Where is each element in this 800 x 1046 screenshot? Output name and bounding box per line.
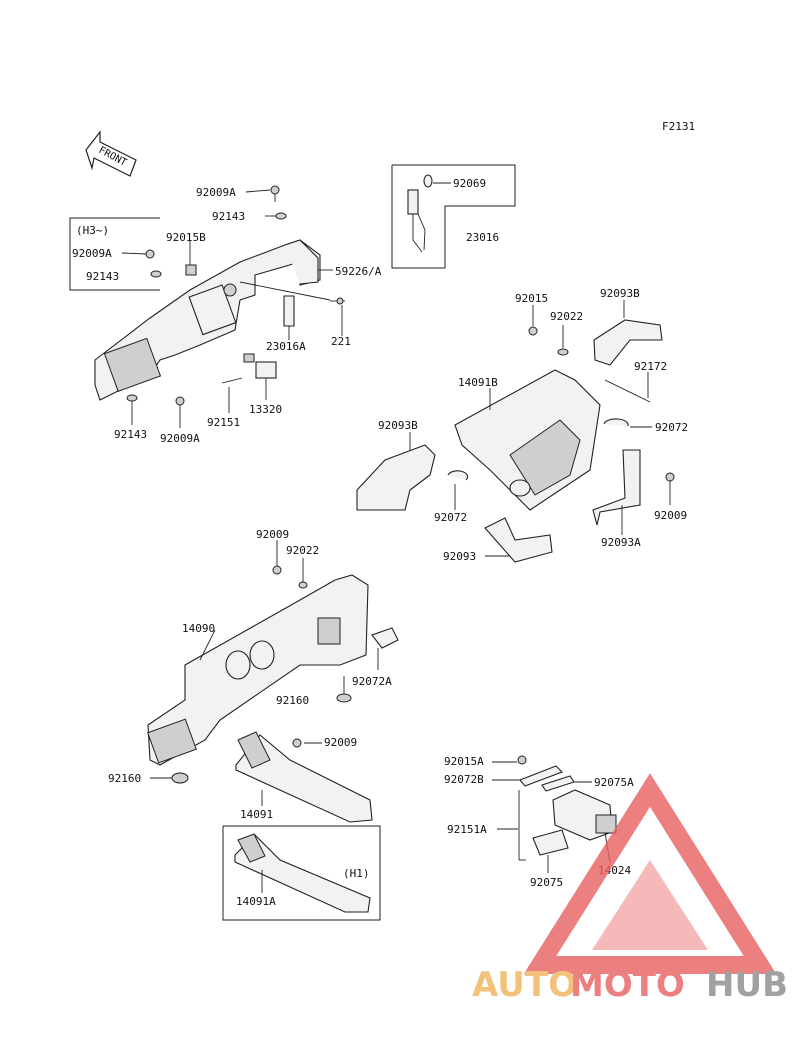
label-92009-bottom: 92009 bbox=[324, 736, 357, 749]
nut-92015 bbox=[528, 326, 538, 336]
bracket-23016a bbox=[283, 295, 295, 327]
bolt-92009a-h3 bbox=[145, 249, 155, 259]
bulb-92069 bbox=[423, 174, 433, 188]
bolt-92009-bottom bbox=[292, 738, 302, 748]
switch-13320 bbox=[255, 361, 277, 379]
figure-code: F2131 bbox=[662, 120, 695, 133]
watermark-triangle-icon bbox=[523, 773, 777, 974]
battery-assembly: 92015A 92072B 92075A 92151A 92075 14024 bbox=[444, 755, 634, 889]
battery-terminal bbox=[595, 814, 617, 834]
label-92072-left: 92072 bbox=[434, 511, 467, 524]
label-221: 221 bbox=[331, 335, 351, 348]
grommet-92143-low bbox=[126, 394, 138, 402]
floor-panel-14091 bbox=[235, 734, 373, 823]
bracket-92093a bbox=[592, 449, 641, 526]
label-92009a-h3: 92009A bbox=[72, 247, 112, 260]
screw-92151 bbox=[221, 377, 243, 384]
floor-panel-14091a bbox=[234, 834, 371, 913]
socket-23016 bbox=[407, 189, 419, 215]
label-92151a: 92151A bbox=[447, 823, 487, 836]
grommet-92160-left bbox=[171, 772, 189, 784]
label-92015: 92015 bbox=[515, 292, 548, 305]
label-92160-center: 92160 bbox=[276, 694, 309, 707]
label-92075: 92075 bbox=[530, 876, 563, 889]
h1-group-label: (H1) bbox=[343, 867, 370, 880]
label-92172: 92172 bbox=[634, 360, 667, 373]
label-92093b-left: 92093B bbox=[378, 419, 418, 432]
label-92009-center: 92009 bbox=[256, 528, 289, 541]
panel-14090-assembly: 92009 92022 14090 92072A 92160 92160 bbox=[108, 528, 399, 785]
bolt-92009a-top bbox=[270, 185, 280, 195]
label-92015a: 92015A bbox=[444, 755, 484, 768]
watermark-logo: AUTO MOTO HUB bbox=[472, 773, 788, 1005]
label-92022-center: 92022 bbox=[286, 544, 319, 557]
grommet-92143-h3 bbox=[150, 270, 162, 278]
label-23016a: 23016A bbox=[266, 340, 306, 353]
label-92093a: 92093A bbox=[601, 536, 641, 549]
washer-92022-right bbox=[557, 348, 569, 356]
nut-92015a bbox=[517, 755, 527, 765]
clip-92072a bbox=[371, 627, 399, 649]
h3-group-label: (H3~) bbox=[76, 224, 109, 237]
label-13320: 13320 bbox=[249, 403, 282, 416]
label-92069: 92069 bbox=[453, 177, 486, 190]
label-92009a-low: 92009A bbox=[160, 432, 200, 445]
label-92015b: 92015B bbox=[166, 231, 206, 244]
label-92072a: 92072A bbox=[352, 675, 392, 688]
strap-92072b bbox=[519, 765, 563, 787]
label-59226a: 59226/A bbox=[335, 265, 382, 278]
label-92143-top: 92143 bbox=[212, 210, 245, 223]
label-14090: 14090 bbox=[182, 622, 215, 635]
h3-group-bracket bbox=[69, 217, 160, 291]
front-arrow-icon: FRONT bbox=[85, 130, 137, 177]
label-92093: 92093 bbox=[443, 550, 476, 563]
floor-panel-assembly: 92009 14091 (H1) 14091A bbox=[222, 731, 381, 921]
label-92022-right: 92022 bbox=[550, 310, 583, 323]
grommet-92160-center bbox=[336, 693, 352, 703]
label-92151: 92151 bbox=[207, 416, 240, 429]
label-14091b: 14091B bbox=[458, 376, 498, 389]
grommet-92143-top bbox=[275, 212, 287, 220]
watermark-moto: MOTO bbox=[570, 965, 685, 1005]
label-92160-left: 92160 bbox=[108, 772, 141, 785]
bolt-92009-right bbox=[665, 472, 675, 482]
label-92143-h3: 92143 bbox=[86, 270, 119, 283]
part-59226a bbox=[284, 239, 319, 285]
pad-92075 bbox=[532, 829, 569, 856]
watermark-auto: AUTO bbox=[472, 965, 577, 1005]
label-92009-right: 92009 bbox=[654, 509, 687, 522]
label-92072-right: 92072 bbox=[655, 421, 688, 434]
bolt-92172 bbox=[604, 379, 651, 403]
h1-group-box bbox=[222, 825, 381, 921]
dash-panel-cutout bbox=[103, 337, 162, 392]
label-92093b-right: 92093B bbox=[600, 287, 640, 300]
watermark-hub: HUB bbox=[706, 965, 788, 1005]
bracket-92093b-right bbox=[593, 319, 663, 366]
label-14091: 14091 bbox=[240, 808, 273, 821]
clip-92072-left bbox=[447, 470, 469, 481]
tray-14091b-assembly: 92015 92022 92093B 92172 14091B 92093B 9… bbox=[356, 287, 688, 563]
washer-92022-center bbox=[298, 581, 308, 589]
label-23016: 23016 bbox=[466, 231, 499, 244]
bolt-92009-center bbox=[272, 565, 282, 575]
harness-23016-group: 92069 23016 bbox=[391, 164, 516, 269]
label-92009a-top: 92009A bbox=[196, 186, 236, 199]
label-92143-low: 92143 bbox=[114, 428, 147, 441]
dash-panel-assembly: (H3~) bbox=[69, 185, 382, 445]
bracket-92093b-left bbox=[356, 444, 436, 511]
nut-92015b bbox=[185, 264, 197, 276]
label-92072b: 92072B bbox=[444, 773, 484, 786]
bolt-92009a-low bbox=[175, 396, 185, 406]
label-92075a: 92075A bbox=[594, 776, 634, 789]
label-14091a: 14091A bbox=[236, 895, 276, 908]
clip-92072-right bbox=[603, 418, 629, 427]
harness-box bbox=[391, 164, 516, 269]
bracket-92093 bbox=[484, 517, 553, 563]
